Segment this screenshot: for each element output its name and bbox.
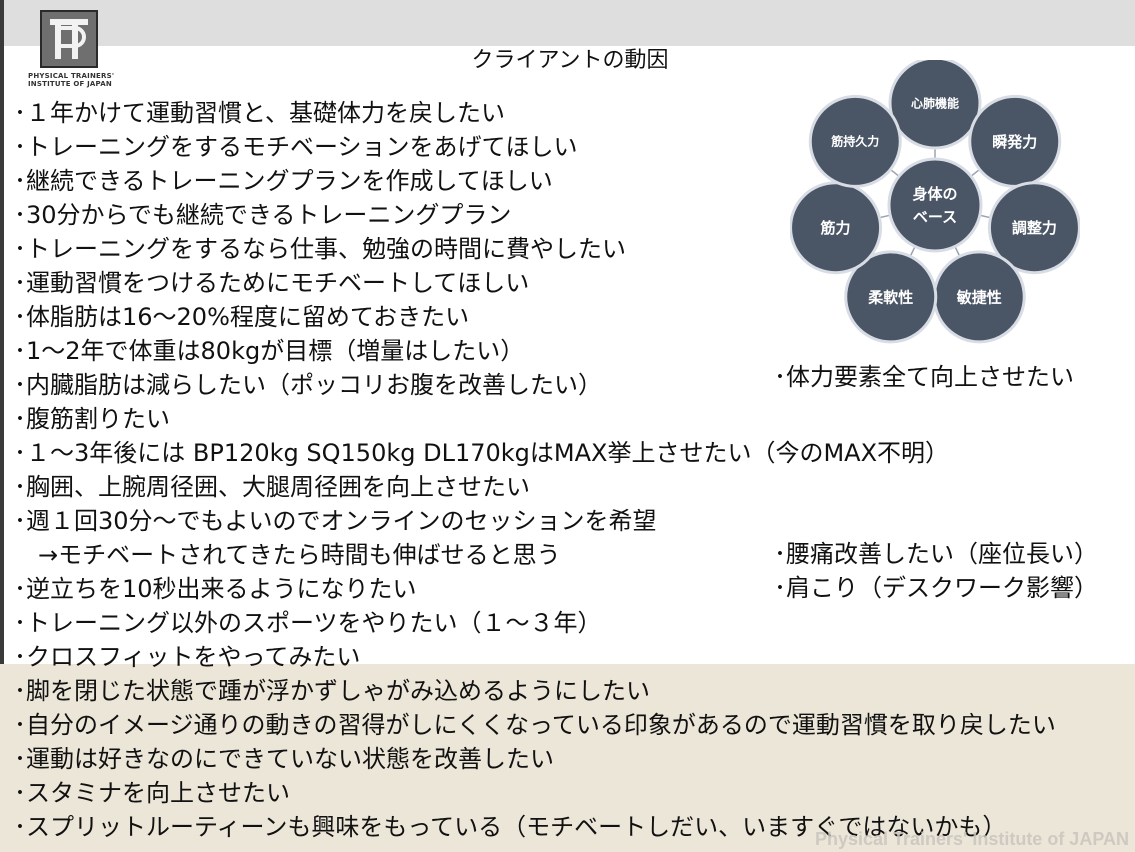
motive-list: ･１年かけて運動習慣と、基礎体力を戻したい ･トレーニングをするモチベーションを… <box>14 96 1056 844</box>
list-item: ･１～3年後には BP120kg SQ150kg DL170kgはMAX挙上させ… <box>14 439 950 467</box>
top-bar <box>0 0 1135 46</box>
list-item: ･トレーニングをするモチベーションをあげてほしい <box>14 133 578 161</box>
institute-logo: PHYSICAL TRAINERS' INSTITUTE OF JAPAN <box>28 10 128 88</box>
list-item: ･体脂肪は16～20%程度に留めておきたい <box>14 303 470 331</box>
diagram-label: 敏捷性 <box>956 288 1002 306</box>
diagram-element: 心肺機能 <box>888 60 982 150</box>
diagram-label: 調整力 <box>1012 219 1057 237</box>
diagram-label: 身体の <box>912 185 957 203</box>
list-item: ･1～2年で体重は80kgが目標（増量はしたい） <box>14 337 525 365</box>
side-note-item: ･体力要素全て向上させたい <box>774 363 1074 391</box>
list-item: →モチベートされてきたら時間も伸ばせると思う <box>14 541 561 569</box>
list-item: ･１年かけて運動習慣と、基礎体力を戻したい <box>14 99 506 127</box>
diagram-element: 瞬発力 <box>968 94 1062 188</box>
diagram-label: 筋持久力 <box>830 134 879 149</box>
diagram-element: 敏捷性 <box>932 250 1026 344</box>
diagram-label: 心肺機能 <box>911 95 959 110</box>
list-item: ･30分からでも継続できるトレーニングプラン <box>14 201 512 229</box>
diagram-label: 瞬発力 <box>992 133 1037 151</box>
list-item: ･胸囲、上腕周径囲、大腿周径囲を向上させたい <box>14 473 530 501</box>
list-item: ･スプリットルーティーンも興味をもっている（モチベートしだい、いますぐではないか… <box>14 813 1007 841</box>
side-note-item: ･肩こり（デスクワーク影響） <box>774 574 1098 602</box>
bottom-highlight-band <box>0 664 1135 852</box>
list-item: ･トレーニングをするなら仕事、勉強の時間に費やしたい <box>14 235 626 263</box>
list-item: ･スタミナを向上させたい <box>14 779 290 807</box>
pi-logo-mark <box>40 10 98 68</box>
list-item: ･逆立ちを10秒出来るようになりたい <box>14 575 417 603</box>
pi-logo-icon <box>50 19 88 59</box>
side-note-item: ･腰痛改善したい（座位長い） <box>774 540 1098 568</box>
diagram-label: 筋力 <box>820 219 851 237</box>
list-item: ･内臓脂肪は減らしたい（ポッコリお腹を改善したい） <box>14 371 602 399</box>
list-item: ･腹筋割りたい <box>14 405 170 433</box>
list-item: ･運動習慣をつけるためにモチベートしてほしい <box>14 269 530 297</box>
list-item: ･自分のイメージ通りの動きの習得がしにくくなっている印象があるので運動習慣を取り… <box>14 711 1056 739</box>
list-item: ･週１回30分～でもよいのでオンラインのセッションを希望 <box>14 507 657 535</box>
fitness-note: ･体力要素全て向上させたい <box>774 360 1074 394</box>
list-item: ･継続できるトレーニングプランを作成してほしい <box>14 167 553 195</box>
list-item: ･クロスフィットをやってみたい <box>14 643 361 671</box>
diagram-label: 柔軟性 <box>868 288 913 306</box>
diagram-element: 筋持久力 <box>808 94 902 188</box>
list-item: ･運動は好きなのにできていない状態を改善したい <box>14 745 554 773</box>
logo-text-line1: PHYSICAL TRAINERS' <box>28 72 115 80</box>
page-title: クライアントの動因 <box>471 48 669 73</box>
list-item: ･脚を閉じた状態で踵が浮かずしゃがみ込めるようにしたい <box>14 677 650 705</box>
diagram-element: 柔軟性 <box>844 250 938 344</box>
diagram-element: 調整力 <box>987 181 1080 275</box>
left-edge-line <box>0 0 4 852</box>
diagram-label: ベース <box>913 208 957 226</box>
logo-text-line2: INSTITUTE OF JAPAN <box>28 80 112 88</box>
diagram-element: 筋力 <box>790 181 883 275</box>
list-item: ･トレーニング以外のスポーツをやりたい（１～３年） <box>14 609 602 637</box>
health-notes: ･腰痛改善したい（座位長い） ･肩こり（デスクワーク影響） <box>774 537 1098 605</box>
watermark: Physical Trainers' Institute of JAPAN <box>814 829 1129 849</box>
